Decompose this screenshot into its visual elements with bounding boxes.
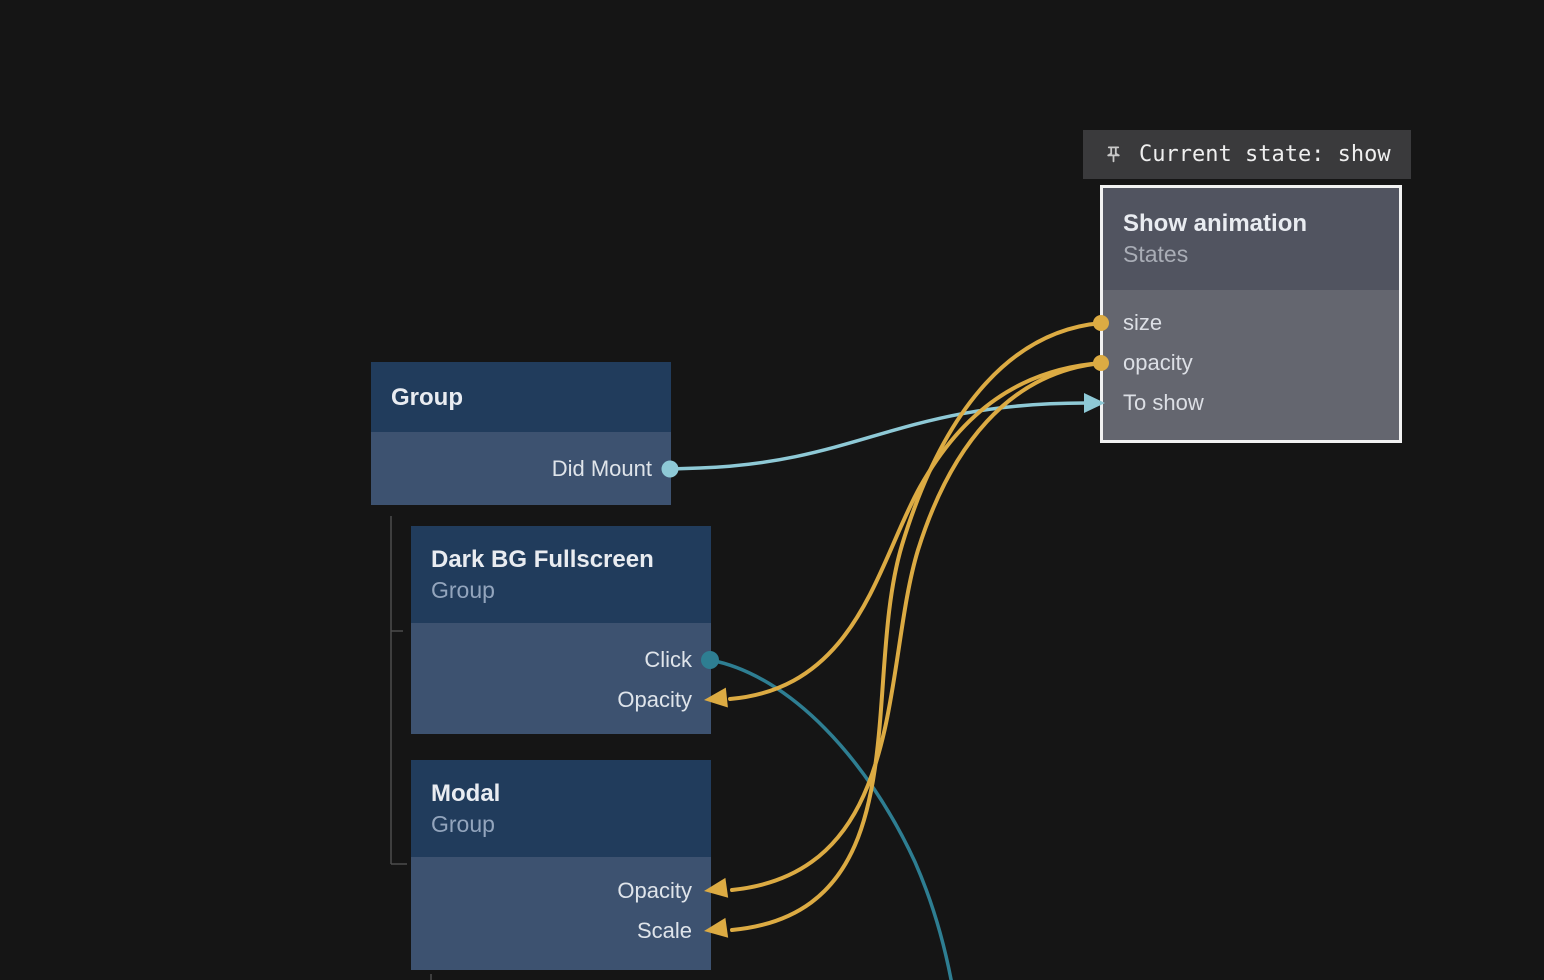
row-did-mount[interactable]: Did Mount (371, 449, 671, 489)
node-show-animation[interactable]: Show animation States size opacity To sh… (1100, 185, 1402, 443)
node-title: Group (391, 383, 463, 411)
row-to-show[interactable]: To show (1103, 383, 1399, 423)
node-dark-bg-header[interactable]: Dark BG Fullscreen Group (411, 526, 711, 623)
node-show-animation-body: size opacity To show (1103, 290, 1399, 440)
row-darkbg-opacity-label: Opacity (617, 687, 692, 712)
row-modal-scale[interactable]: Scale (411, 911, 711, 951)
row-to-show-label: To show (1123, 390, 1204, 415)
node-subtitle: Group (431, 810, 495, 837)
node-dark-bg-fullscreen[interactable]: Dark BG Fullscreen Group Click Opacity (411, 526, 711, 734)
node-modal[interactable]: Modal Group Opacity Scale (411, 760, 711, 970)
node-title: Modal (431, 779, 501, 807)
node-modal-header[interactable]: Modal Group (411, 760, 711, 857)
row-modal-scale-label: Scale (636, 918, 692, 943)
node-show-animation-header[interactable]: Show animation States (1103, 188, 1399, 290)
pin-icon (1107, 146, 1120, 163)
edge-opacity-modal-opacity[interactable] (730, 361, 1104, 892)
row-did-mount-label: Did Mount (551, 455, 652, 481)
edge-didmount-to-show[interactable] (668, 401, 1088, 471)
row-size[interactable]: size (1103, 303, 1399, 343)
edge-opacity-darkbg-opacity[interactable] (728, 361, 1104, 701)
row-size-label: size (1123, 310, 1163, 335)
row-click[interactable]: Click (411, 640, 711, 680)
node-subtitle: States (1123, 241, 1189, 267)
node-title: Show animation (1123, 210, 1308, 237)
current-state-label: Current state: show (1139, 142, 1391, 167)
edge-size-modal-scale[interactable] (730, 321, 1104, 932)
edge-click-offscreen[interactable] (708, 658, 953, 980)
row-modal-opacity-label: Opacity (617, 878, 692, 903)
node-subtitle: Group (431, 576, 495, 603)
node-dark-bg-body: Click Opacity (411, 623, 711, 734)
row-darkbg-opacity[interactable]: Opacity (411, 680, 711, 720)
node-group[interactable]: Group Did Mount (371, 362, 671, 505)
node-modal-body: Opacity Scale (411, 857, 711, 970)
row-modal-opacity[interactable]: Opacity (411, 871, 711, 911)
node-title: Dark BG Fullscreen (431, 545, 654, 573)
row-opacity[interactable]: opacity (1103, 343, 1399, 383)
row-click-label: Click (644, 647, 692, 672)
current-state-tooltip[interactable]: Current state: show (1083, 130, 1411, 179)
node-group-header[interactable]: Group (371, 362, 671, 432)
node-group-body: Did Mount (371, 432, 671, 505)
row-opacity-label: opacity (1123, 350, 1193, 375)
